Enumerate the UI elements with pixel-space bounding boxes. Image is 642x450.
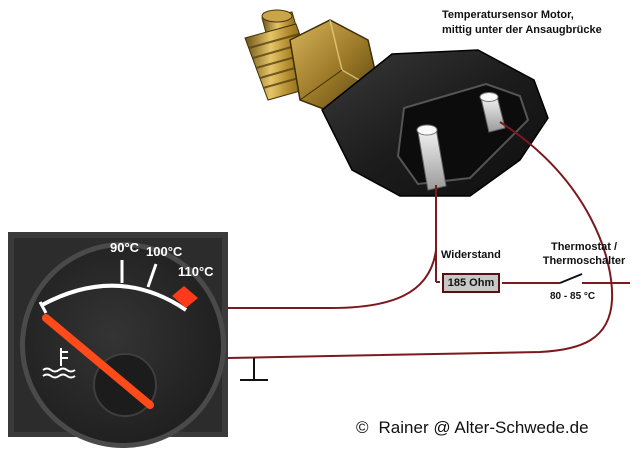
copyright-notice: © Rainer @ Alter-Schwede.de — [356, 418, 589, 438]
wire-sensor-signal — [228, 185, 437, 309]
gauge-label-110: 110°C — [178, 264, 214, 279]
thermostat-caption-line1: Thermostat / — [550, 241, 617, 253]
wires — [227, 121, 630, 359]
sensor-caption: Temperatursensor Motor, mittig unter der… — [442, 8, 642, 38]
sensor-caption-line1: Temperatursensor Motor, — [442, 9, 574, 21]
gauge-tick-100 — [146, 263, 158, 288]
gauge-needle — [42, 314, 154, 409]
coolant-temperature-icon — [42, 348, 76, 379]
copyright-text: Rainer @ Alter-Schwede.de — [378, 418, 589, 437]
ground-symbol — [240, 358, 268, 381]
thermostat-caption-line2: Thermoschalter — [542, 255, 626, 267]
coolant-gauge: 90°C 100°C 110°C — [8, 232, 228, 448]
gauge-tick-start — [38, 301, 48, 314]
gauge-red-zone — [172, 286, 198, 308]
gauge-label-90: 90°C — [110, 240, 140, 255]
temperature-sensor-image — [244, 9, 549, 197]
thermostat-range: 80 - 85 °C — [550, 291, 596, 302]
gauge-scale-arc — [41, 283, 188, 312]
copyright-symbol: © — [356, 418, 369, 437]
thermo-switch — [559, 273, 583, 284]
resistor-title: Widerstand — [441, 249, 501, 261]
resistor-box: 185 Ohm — [442, 273, 500, 293]
thermostat-caption: Thermostat / Thermoschalter — [528, 240, 640, 268]
wire-sensor-ground — [227, 121, 614, 359]
sensor-caption-line2: mittig unter der Ansaugbrücke — [442, 24, 602, 36]
gauge-label-100: 100°C — [146, 244, 183, 259]
